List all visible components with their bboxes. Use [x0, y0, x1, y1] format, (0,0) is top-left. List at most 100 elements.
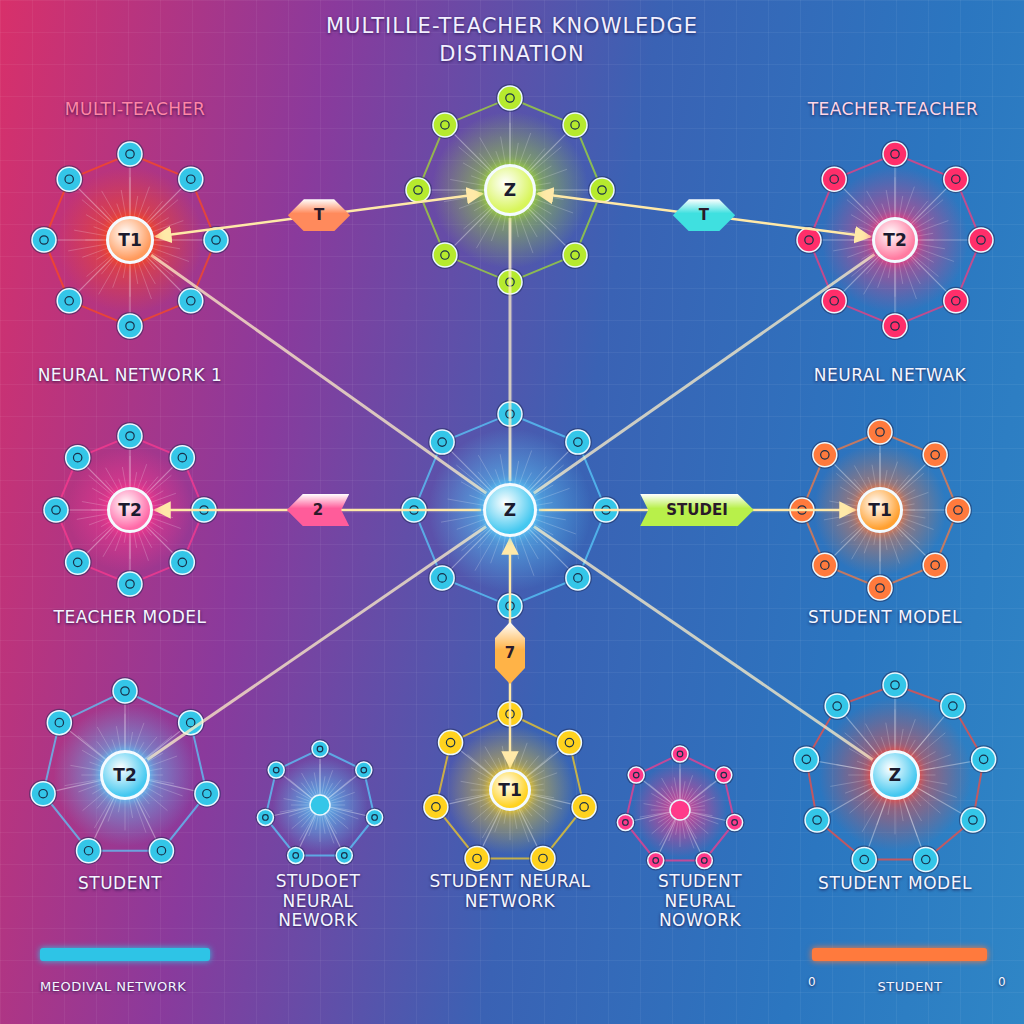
network-cluster: [792, 671, 997, 874]
satellite-core: [126, 580, 134, 588]
ring: [43, 691, 207, 851]
connector-line: [147, 526, 486, 759]
satellite-shadow: [725, 812, 745, 832]
network-cluster: [795, 140, 995, 340]
satellite-shadow: [564, 428, 592, 456]
satellite-core: [574, 574, 582, 582]
satellite-core: [446, 738, 454, 746]
satellite-shadow: [310, 739, 330, 759]
caption-label: MULTI-TEACHER: [25, 100, 245, 120]
satellite-core: [441, 251, 449, 259]
satellite-node: [805, 808, 829, 832]
satellite-shadow: [30, 226, 58, 254]
satellite-shadow: [792, 745, 820, 773]
hub: [670, 800, 690, 820]
satellite-core: [212, 236, 220, 244]
satellite-shadow: [111, 677, 139, 705]
satellite-node: [590, 178, 614, 202]
satellite-node: [430, 566, 454, 590]
connector-line: [509, 218, 512, 481]
satellite-core: [732, 820, 738, 826]
satellite-node: [433, 113, 457, 137]
satellite-shadow: [694, 850, 714, 870]
satellite-node: [868, 420, 892, 444]
connector-line: [534, 526, 873, 759]
satellite-node: [628, 767, 644, 783]
caption-label: STUDENT NEURAL NETWORK: [410, 872, 610, 911]
caption-label: STUDOET NEURAL NEWORK: [253, 872, 383, 931]
satellite-shadow: [45, 709, 73, 737]
satellite-shadow: [116, 570, 144, 598]
satellite-core: [952, 175, 960, 183]
satellite-core: [813, 816, 821, 824]
satellite-node: [822, 167, 846, 191]
network-cluster: [255, 739, 384, 865]
caption-label: 0: [802, 976, 822, 990]
satellite-node: [465, 846, 489, 870]
satellite-shadow: [921, 441, 949, 469]
satellite-node: [336, 847, 352, 863]
satellite-core: [979, 755, 987, 763]
satellite-core: [84, 846, 92, 854]
satellite-shadow: [714, 765, 734, 785]
satellite-node: [170, 550, 194, 574]
satellite-core: [263, 815, 269, 821]
satellite-shadow: [881, 312, 909, 340]
hub-label: T1: [498, 780, 521, 800]
arrow-badge: STUDEI: [640, 494, 754, 526]
network-cluster: [29, 677, 221, 865]
satellite-node: [57, 289, 81, 313]
hub-node: T2: [100, 750, 150, 800]
legend-label: STUDENT: [820, 980, 1000, 995]
satellite-core: [203, 789, 211, 797]
satellite-shadow: [42, 496, 70, 524]
satellite-shadow: [529, 844, 557, 872]
caption-label: NEURAL NETWAK: [780, 366, 1000, 386]
satellite-node: [813, 553, 837, 577]
satellite-shadow: [147, 837, 175, 865]
caption-label: TEACHER-TEACHER: [773, 100, 1013, 120]
hub-label: T2: [118, 500, 141, 520]
satellite-core: [473, 854, 481, 862]
satellite-node: [716, 767, 732, 783]
satellite-core: [65, 297, 73, 305]
satellite-core: [39, 789, 47, 797]
satellite-shadow: [670, 744, 690, 764]
satellite-node: [944, 167, 968, 191]
satellite-shadow: [29, 780, 57, 808]
satellite-core: [40, 236, 48, 244]
satellite-core: [438, 574, 446, 582]
satellite-shadow: [365, 807, 385, 827]
satellite-node: [923, 553, 947, 577]
caption-label: STUDENT MODEL: [775, 608, 995, 628]
satellite-core: [361, 767, 367, 773]
satellite-node: [31, 782, 55, 806]
satellite-node: [969, 228, 993, 252]
satellite-node: [557, 731, 581, 755]
caption-label: 0: [992, 976, 1012, 990]
satellite-core: [441, 121, 449, 129]
satellite-node: [44, 498, 68, 522]
satellite-core: [721, 772, 727, 778]
satellite-core: [891, 681, 899, 689]
caption-label: TEACHER MODEL: [15, 608, 245, 628]
satellite-node: [439, 731, 463, 755]
satellite-shadow: [615, 812, 635, 832]
satellite-shadow: [431, 241, 459, 269]
satellite-node: [883, 673, 907, 697]
satellite-shadow: [942, 287, 970, 315]
satellite-shadow: [811, 441, 839, 469]
caption-label: STUDENT NEURAL NOWORK: [635, 872, 765, 931]
satellite-node: [617, 814, 633, 830]
satellite-node: [531, 846, 555, 870]
satellite-core: [969, 816, 977, 824]
satellite-shadow: [354, 760, 374, 780]
satellite-node: [794, 747, 818, 771]
hub-label: T2: [113, 765, 136, 785]
satellite-shadow: [939, 692, 967, 720]
satellite-shadow: [437, 729, 465, 757]
satellite-core: [830, 175, 838, 183]
satellite-node: [179, 167, 203, 191]
satellite-shadow: [168, 548, 196, 576]
satellite-core: [187, 175, 195, 183]
